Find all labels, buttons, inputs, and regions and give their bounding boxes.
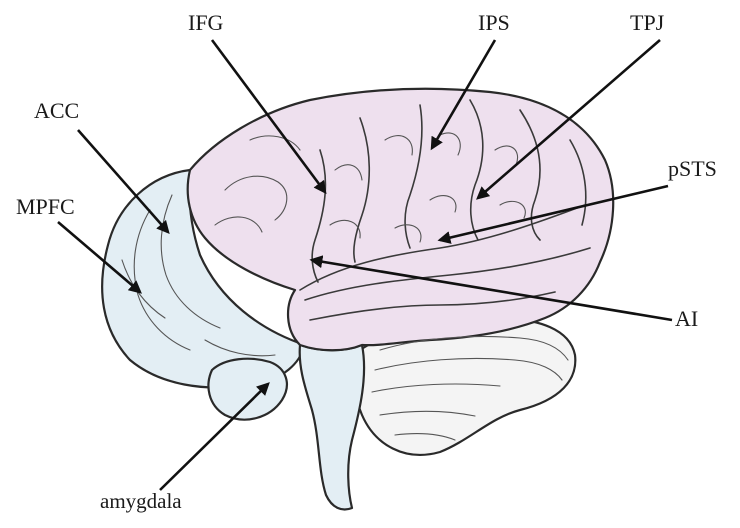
- label-tpj: TPJ: [630, 10, 665, 35]
- label-ifg: IFG: [188, 10, 224, 35]
- label-mpfc: MPFC: [16, 194, 75, 219]
- label-ips: IPS: [478, 10, 510, 35]
- label-ai: AI: [675, 306, 698, 331]
- brainstem: [300, 345, 364, 509]
- label-psts: pSTS: [668, 156, 717, 181]
- label-amygdala: amygdala: [100, 489, 182, 513]
- amygdala-region: [208, 359, 286, 420]
- lateral-cortex: [188, 89, 614, 351]
- label-acc: ACC: [34, 98, 79, 123]
